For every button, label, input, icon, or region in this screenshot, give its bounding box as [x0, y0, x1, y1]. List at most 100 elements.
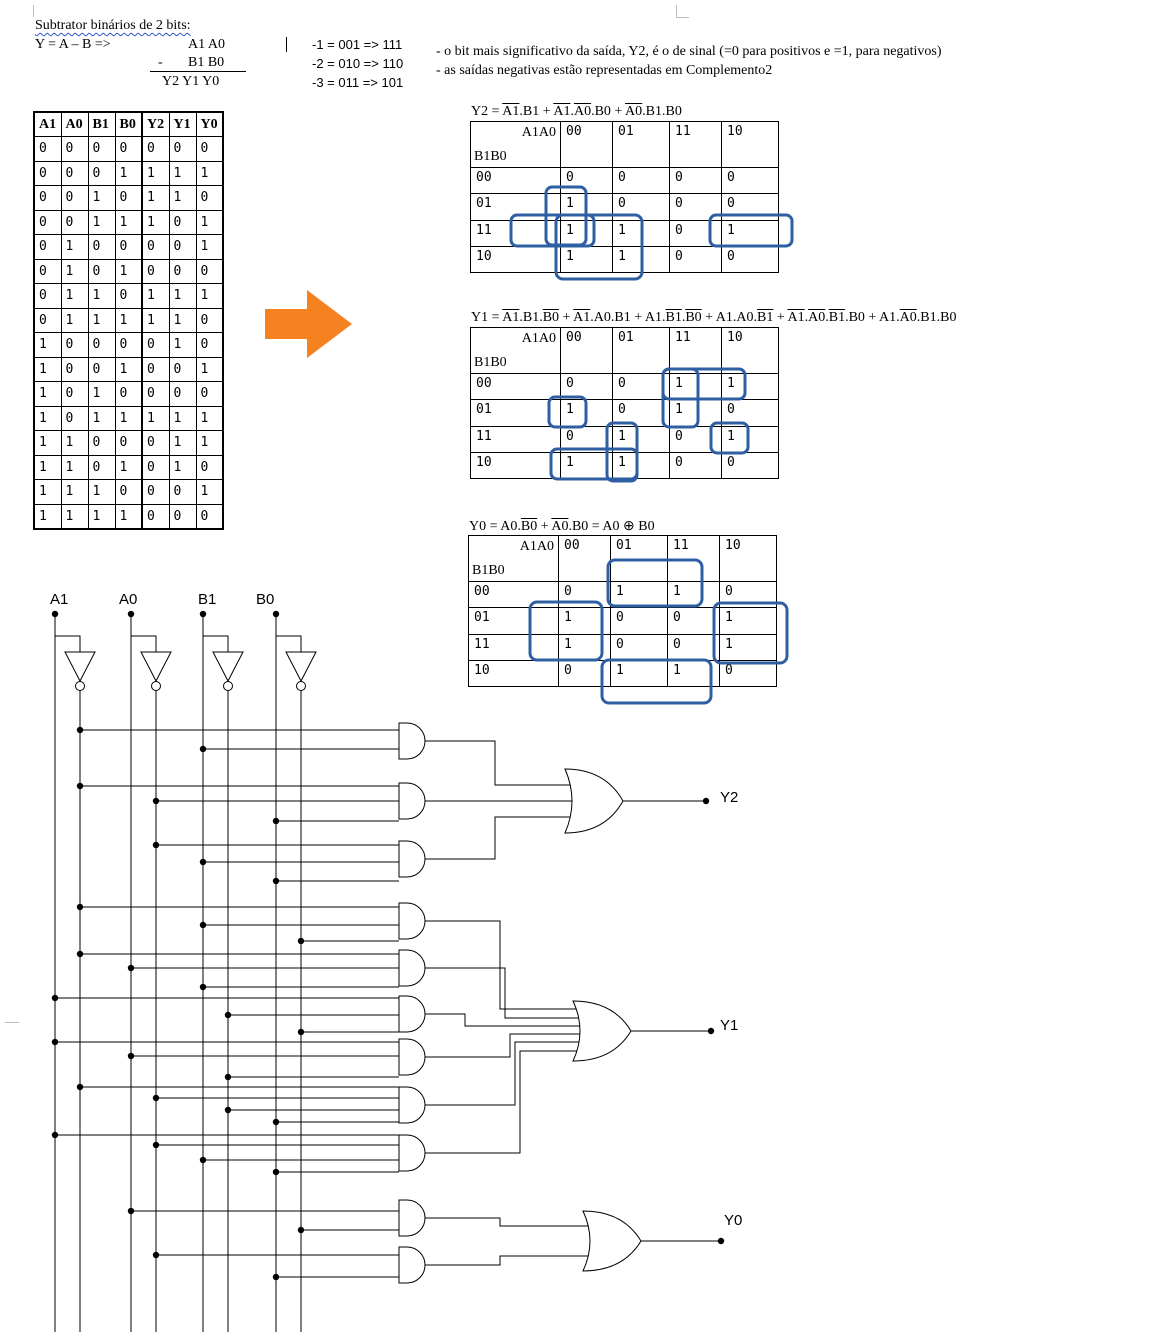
note-sign-bit: - o bit mais significativo da saída, Y2,… — [436, 44, 942, 59]
equation-term: .B1.B0 — [642, 104, 682, 119]
truth-table-cell: 1 — [168, 454, 197, 480]
truth-table-header: A0 — [60, 111, 89, 137]
negated-term: A0 — [573, 104, 592, 119]
and-gate-icon — [398, 1134, 426, 1172]
truth-table-cell: 0 — [195, 307, 224, 333]
or-gate-icon — [564, 768, 624, 834]
junction-dot — [127, 1207, 135, 1215]
junction-dot — [297, 1226, 305, 1234]
truth-table-cell: 0 — [195, 185, 224, 211]
page-title: Subtrator binários de 2 bits: — [35, 18, 191, 33]
junction-dot — [127, 964, 135, 972]
junction-dot — [199, 858, 207, 866]
and-gate-icon — [398, 1086, 426, 1124]
truth-table-cell: 0 — [141, 234, 170, 260]
truth-table-cell: 0 — [87, 234, 116, 260]
truth-table-cell: 0 — [168, 503, 197, 529]
wire — [425, 1041, 586, 1106]
equation-term: . — [804, 310, 809, 325]
equation-term: .B1.B0 — [916, 310, 957, 325]
text-cursor — [286, 37, 287, 52]
junction-dot — [297, 937, 305, 945]
junction-dot — [199, 1156, 207, 1164]
kmap-column-header: 00 — [560, 121, 613, 168]
page-corner-mark — [33, 5, 35, 17]
junction-dot — [152, 797, 160, 805]
equation-lhs: Y2 = — [471, 104, 503, 119]
truth-table-cell: 1 — [33, 454, 62, 480]
not-gate-icon — [64, 651, 96, 683]
junction-dot — [707, 1027, 715, 1035]
junction-dot — [76, 726, 84, 734]
kmap-cell: 1 — [610, 581, 668, 608]
equation-y1: Y1 = A1.B1.B0 + A1.A0.B1 + A1.B1.B0 + A1… — [471, 310, 956, 326]
junction-dot — [51, 610, 59, 618]
truth-table-cell: 0 — [195, 503, 224, 529]
kmap-cell: 1 — [721, 373, 779, 400]
subtractor-equation: Y = A – B => — [35, 37, 111, 52]
negated-term: B1 — [757, 310, 774, 325]
negated-term: B0 — [520, 519, 538, 534]
wire — [425, 1217, 594, 1227]
neg-one-encoding: -1 = 001 => 111 — [312, 37, 403, 52]
truth-table-cell: 0 — [114, 234, 143, 260]
output-label: Y2 — [720, 789, 738, 806]
and-gate-icon — [398, 949, 426, 987]
or-gate-icon — [572, 1000, 632, 1062]
truth-table-cell: 1 — [168, 160, 197, 186]
equation-lhs: Y0 = — [469, 519, 501, 534]
wire — [425, 1255, 594, 1266]
and-gate-icon — [398, 840, 426, 878]
junction-dot — [127, 1052, 135, 1060]
equation-y2: Y2 = A1.B1 + A1.A0.B0 + A0.B1.B0 — [471, 104, 682, 120]
junction-dot — [717, 1237, 725, 1245]
operand-b-row: B1 B0 — [188, 55, 225, 70]
truth-table-cell: 0 — [141, 332, 170, 358]
negated-term: B1 — [828, 310, 846, 325]
equation-term: .A0.B1 + A1. — [590, 310, 666, 325]
negated-term: A1 — [553, 104, 571, 119]
and-gate-icon — [398, 782, 426, 820]
kmap-column-header: 01 — [612, 121, 670, 168]
truth-table-cell: 0 — [141, 136, 170, 162]
truth-table-cell: 1 — [114, 209, 143, 235]
junction-dot — [152, 1251, 160, 1259]
negated-term: B1 — [665, 310, 682, 325]
wire — [203, 635, 229, 652]
junction-dot — [76, 1083, 84, 1091]
truth-table-cell: 0 — [114, 430, 143, 456]
equation-term: + — [559, 310, 574, 325]
not-gate-icon — [140, 651, 172, 683]
kmap-cell: 0 — [667, 634, 720, 661]
equation-term: A0. — [500, 519, 521, 534]
junction-dot — [127, 610, 135, 618]
negated-term: A0 — [808, 310, 826, 325]
kmap-row-header: 11 — [470, 426, 561, 453]
and-gate-icon — [398, 1246, 426, 1284]
kmap-row-variables: B1B0 — [472, 563, 505, 578]
equation-lhs: Y1 = — [471, 310, 503, 325]
wire — [425, 920, 580, 1010]
kmap-cell: 0 — [721, 452, 779, 479]
kmap-column-header: 11 — [669, 121, 722, 168]
result-row: Y2 Y1 Y0 — [162, 74, 220, 89]
not-gate-icon — [212, 651, 244, 683]
kmap-row-header: 00 — [470, 373, 561, 400]
and-gate-icon — [398, 722, 426, 760]
truth-table-cell: 0 — [33, 283, 62, 309]
output-label: Y1 — [720, 1017, 738, 1034]
and-gate-icon — [398, 995, 426, 1033]
truth-table-cell: 1 — [87, 479, 116, 505]
kmap-column-header: 10 — [721, 327, 779, 374]
truth-table-cell: 1 — [141, 209, 170, 235]
equation-term: . — [825, 310, 829, 325]
truth-table-cell: 0 — [87, 160, 116, 186]
negated-term: A1 — [502, 104, 520, 119]
